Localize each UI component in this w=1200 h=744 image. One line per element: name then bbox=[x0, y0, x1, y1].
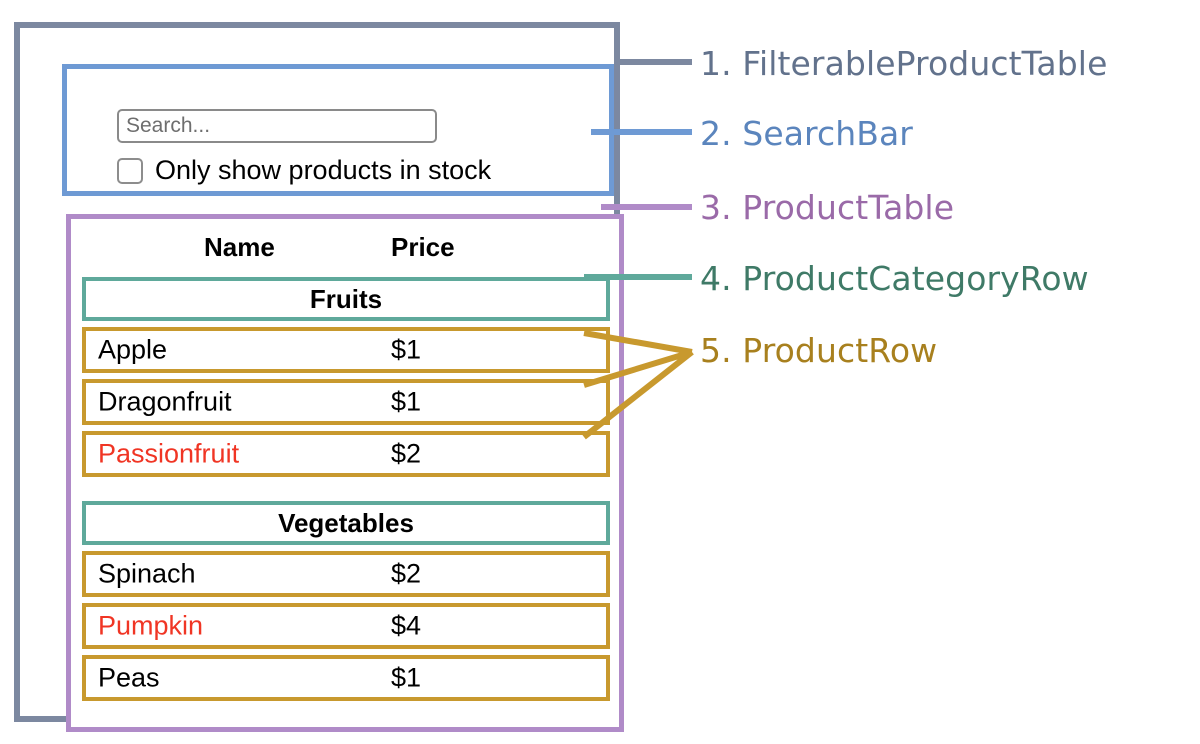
search-bar-container: Only show products in stock bbox=[62, 64, 614, 196]
annotation-label-product-row: 5. ProductRow bbox=[700, 331, 938, 370]
annotation-label-product-table: 3. ProductTable bbox=[700, 188, 955, 227]
product-name: Pumpkin bbox=[98, 610, 204, 641]
annotation-label-product-category-row: 4. ProductCategoryRow bbox=[700, 259, 1089, 298]
product-name: Apple bbox=[98, 334, 168, 365]
column-header-price: Price bbox=[391, 231, 455, 262]
product-row: Dragonfruit $1 bbox=[82, 379, 610, 425]
product-name: Peas bbox=[98, 662, 160, 693]
product-name: Passionfruit bbox=[98, 438, 240, 469]
column-header-name: Name bbox=[204, 231, 275, 262]
stock-filter-row[interactable]: Only show products in stock bbox=[117, 157, 491, 184]
product-table-container: Name Price Fruits Apple $1 Dragonfruit $… bbox=[66, 214, 624, 732]
product-category-row: Vegetables bbox=[82, 501, 610, 545]
product-row: Passionfruit $2 bbox=[82, 431, 610, 477]
annotation-label-filterable-product-table: 1. FilterableProductTable bbox=[700, 44, 1108, 83]
product-price: $1 bbox=[391, 334, 422, 365]
product-price: $1 bbox=[391, 662, 422, 693]
product-row: Apple $1 bbox=[82, 327, 610, 373]
product-category-row: Fruits bbox=[82, 277, 610, 321]
annotation-label-search-bar: 2. SearchBar bbox=[700, 114, 913, 153]
product-price: $4 bbox=[391, 610, 422, 641]
in-stock-checkbox[interactable] bbox=[117, 157, 143, 184]
group-separator bbox=[82, 483, 610, 501]
product-price: $1 bbox=[391, 386, 422, 417]
product-name: Dragonfruit bbox=[98, 386, 232, 417]
filterable-product-table-container: Only show products in stock Name Price F… bbox=[14, 22, 624, 732]
product-category-label: Vegetables bbox=[278, 507, 414, 538]
product-row: Pumpkin $4 bbox=[82, 603, 610, 649]
search-input[interactable] bbox=[117, 109, 437, 143]
product-table-body: Fruits Apple $1 Dragonfruit $1 Passionfr… bbox=[82, 277, 610, 707]
product-name: Spinach bbox=[98, 558, 196, 589]
in-stock-checkbox-label: Only show products in stock bbox=[155, 155, 492, 185]
product-table-header-row: Name Price bbox=[71, 229, 619, 265]
product-price: $2 bbox=[391, 558, 422, 589]
product-price: $2 bbox=[391, 438, 422, 469]
product-row: Spinach $2 bbox=[82, 551, 610, 597]
product-row: Peas $1 bbox=[82, 655, 610, 701]
product-category-label: Fruits bbox=[309, 283, 383, 314]
